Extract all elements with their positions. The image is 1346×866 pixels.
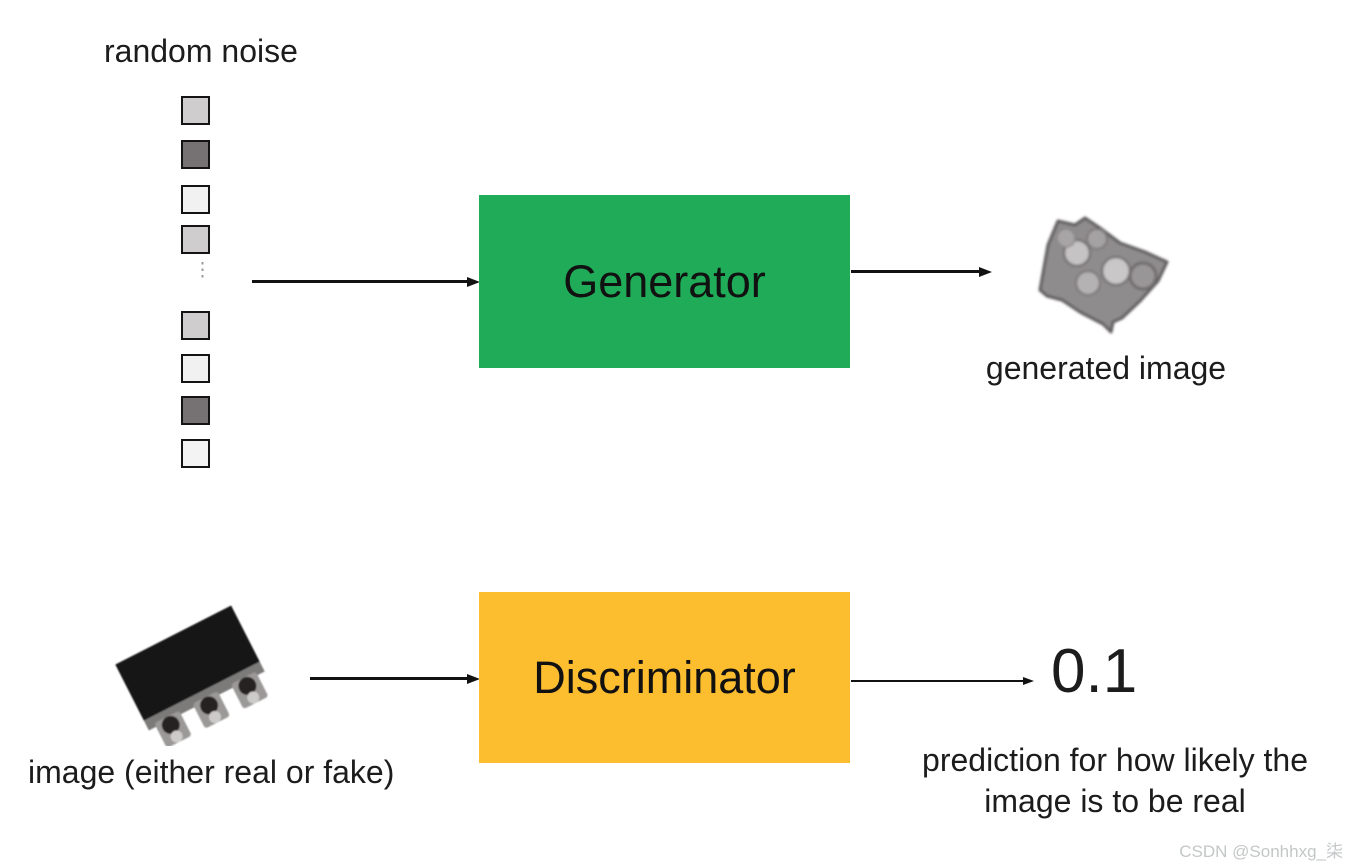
discriminator-box: Discriminator — [479, 592, 850, 763]
noise-square — [181, 96, 210, 125]
input-image-picture — [115, 605, 268, 746]
prediction-value: 0.1 — [1051, 637, 1138, 706]
noise-square — [181, 140, 210, 169]
generated-image-picture — [1038, 216, 1169, 334]
arrowhead-icon — [467, 673, 480, 684]
generator-box: Generator — [479, 195, 850, 368]
noise-square — [181, 185, 210, 214]
input-image-label: image (either real or fake) — [28, 754, 395, 790]
noise-square — [181, 354, 210, 383]
noise-ellipsis: ⋮ — [193, 260, 212, 281]
generated-image-label: generated image — [985, 350, 1227, 386]
noise-to-generator-arrow — [252, 276, 480, 287]
noise-square — [181, 439, 210, 468]
discriminator-label: Discriminator — [533, 651, 796, 703]
discriminator-to-prediction-arrow — [851, 677, 1034, 685]
watermark: CSDN @Sonhhxg_柒 — [1179, 842, 1343, 861]
generator-to-image-arrow — [851, 266, 992, 277]
random-noise-label: random noise — [104, 33, 298, 69]
arrowhead-icon — [1023, 677, 1034, 685]
noise-square — [181, 225, 210, 254]
prediction-caption: prediction for how likely the image is t… — [900, 740, 1330, 822]
generator-label: Generator — [563, 255, 766, 307]
arrowhead-icon — [467, 276, 480, 287]
prediction-caption-line2: image is to be real — [984, 783, 1246, 819]
prediction-caption-line1: prediction for how likely the — [922, 742, 1308, 778]
noise-square — [181, 311, 210, 340]
image-to-discriminator-arrow — [310, 673, 480, 684]
arrowhead-icon — [979, 266, 992, 277]
noise-square — [181, 396, 210, 425]
